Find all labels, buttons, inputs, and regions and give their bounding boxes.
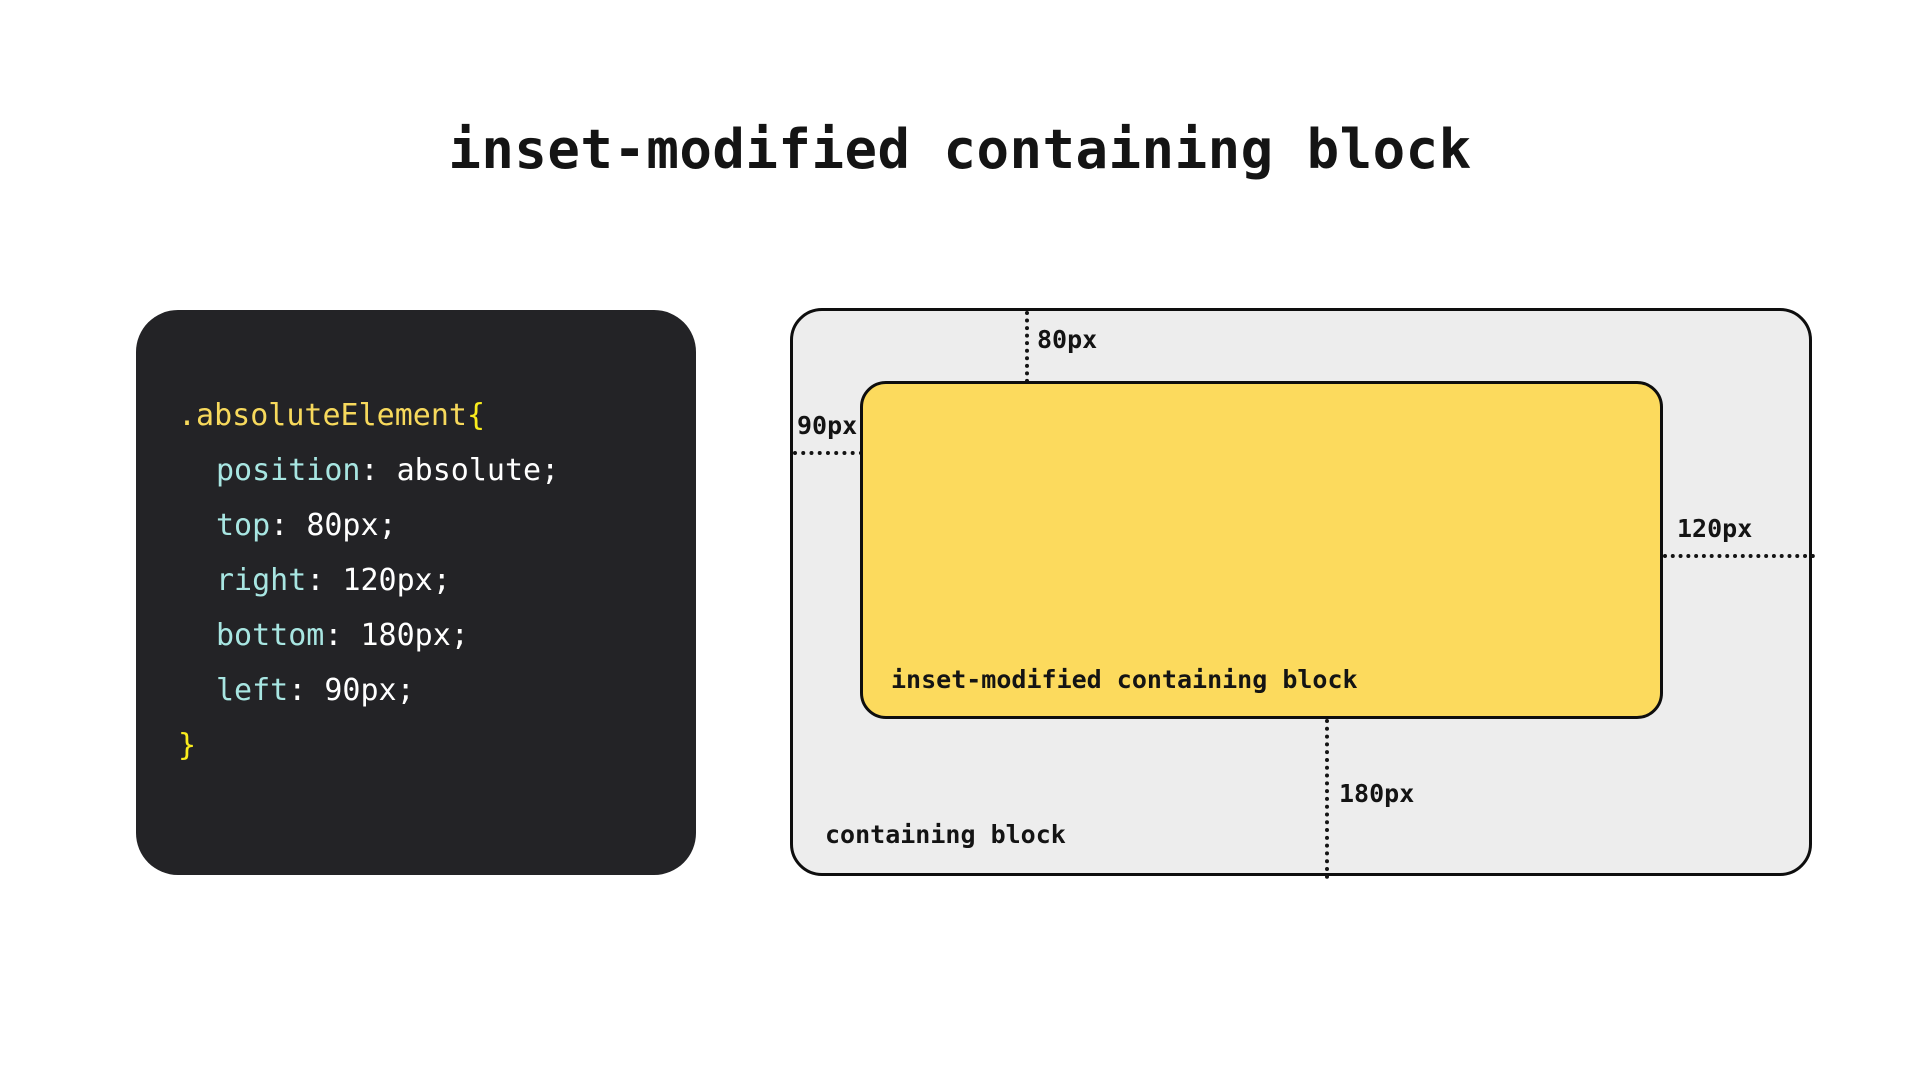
css-value-right: 120px;: [342, 563, 451, 598]
guide-line-top: [1025, 311, 1029, 383]
code-snippet-card: .absoluteElement{ position: absolute; to…: [136, 310, 696, 875]
css-value-position: absolute;: [396, 453, 560, 488]
css-colon: :: [306, 563, 343, 598]
code-line-left: left: 90px;: [178, 663, 696, 718]
css-value-left: 90px;: [324, 673, 415, 708]
guide-line-bottom: [1325, 719, 1329, 879]
containing-block-box: 80px 90px 120px 180px inset-modified con…: [790, 308, 1815, 879]
css-selector: .absoluteElement: [178, 398, 467, 433]
measurement-label-right: 120px: [1677, 514, 1753, 543]
code-line-position: position: absolute;: [178, 443, 696, 498]
css-open-brace: {: [466, 398, 486, 433]
css-property-left: left: [216, 673, 289, 708]
containing-block-label: containing block: [825, 820, 1066, 849]
css-colon: :: [360, 453, 397, 488]
css-colon: :: [324, 618, 361, 653]
inset-modified-containing-block-box: inset-modified containing block: [860, 381, 1663, 719]
guide-line-right: [1663, 554, 1815, 558]
measurement-label-left: 90px: [797, 411, 858, 440]
measurement-label-top: 80px: [1037, 325, 1098, 354]
page-title: inset-modified containing block: [448, 118, 1472, 181]
inset-block-label: inset-modified containing block: [891, 665, 1358, 694]
css-close-brace: }: [178, 728, 197, 763]
code-line-close: }: [178, 718, 696, 773]
measurement-label-bottom: 180px: [1339, 779, 1415, 808]
css-property-position: position: [216, 453, 361, 488]
guide-line-left: [793, 451, 863, 455]
css-colon: :: [270, 508, 307, 543]
code-line-selector: .absoluteElement{: [178, 388, 696, 443]
css-value-top: 80px;: [306, 508, 397, 543]
css-value-bottom: 180px;: [360, 618, 469, 653]
code-line-top: top: 80px;: [178, 498, 696, 553]
css-colon: :: [288, 673, 325, 708]
code-line-right: right: 120px;: [178, 553, 696, 608]
code-line-bottom: bottom: 180px;: [178, 608, 696, 663]
diagram: 80px 90px 120px 180px inset-modified con…: [790, 308, 1815, 879]
css-property-top: top: [216, 508, 271, 543]
css-property-bottom: bottom: [216, 618, 325, 653]
css-property-right: right: [216, 563, 307, 598]
